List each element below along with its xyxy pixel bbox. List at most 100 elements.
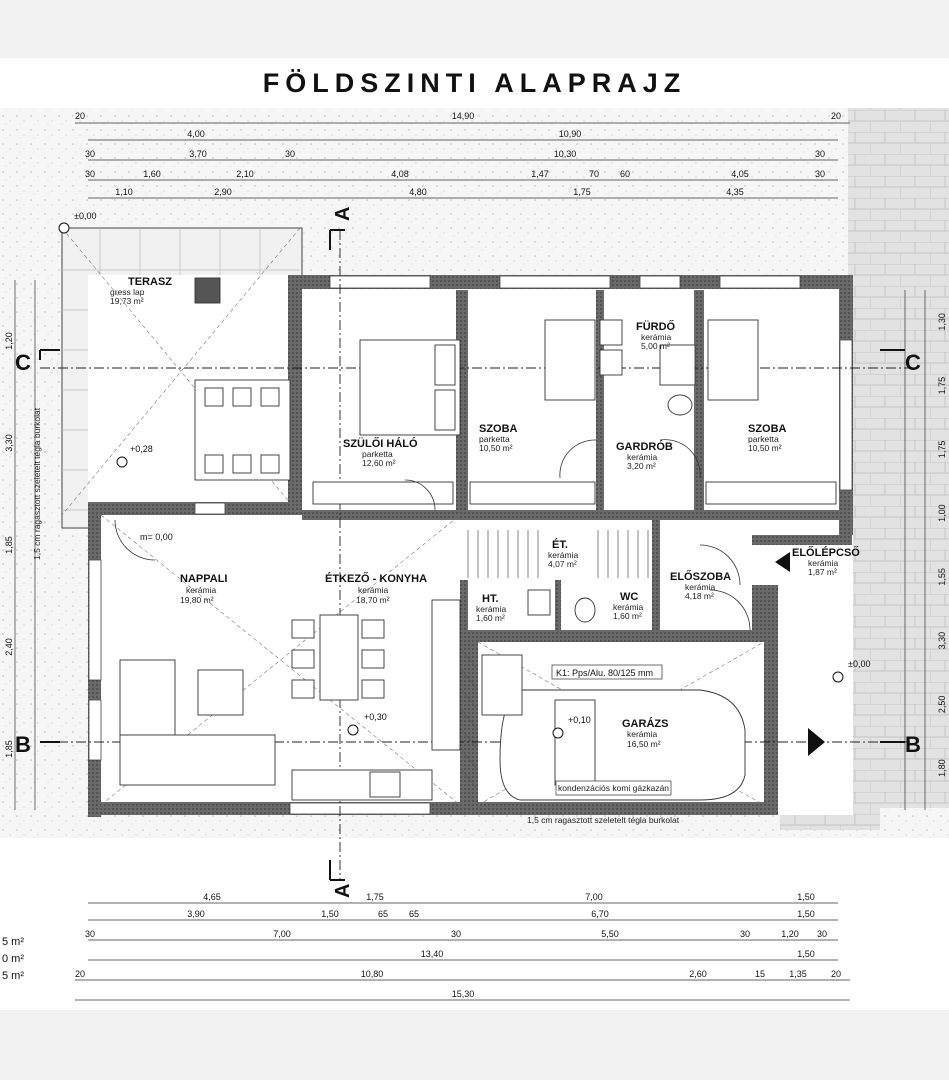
room-et-name: ÉT. xyxy=(552,538,568,551)
dim-bot-1-3: 1,50 xyxy=(797,892,815,902)
room-nappali-finish: kerámia xyxy=(186,585,217,595)
dim-top-3-3: 10,30 xyxy=(554,149,577,159)
room-gardrob-finish: kerámia xyxy=(627,452,658,462)
dim-top-5-1: 2,90 xyxy=(214,187,232,197)
level-marker-symbols xyxy=(58,222,844,739)
dim-top-1-2: 20 xyxy=(831,111,841,121)
dim-right-7: 1,80 xyxy=(937,759,947,777)
dim-bot-4-0: 13,40 xyxy=(421,949,444,959)
room-furdo-finish: kerámia xyxy=(641,332,672,342)
level-garage: +0,10 xyxy=(568,715,591,725)
section-a-bottom: A xyxy=(332,884,354,898)
room-szuloi-halo-name: SZÜLŐI HÁLÓ xyxy=(343,437,418,450)
room-szuloi-halo-finish: parketta xyxy=(362,449,393,459)
dim-right-4: 1,55 xyxy=(937,568,947,586)
dim-bot-2-3: 65 xyxy=(409,909,419,919)
dim-bot-4-1: 1,50 xyxy=(797,949,815,959)
dim-top-3-1: 3,70 xyxy=(189,149,207,159)
dim-left-4: 1,85 xyxy=(4,740,14,758)
dim-bot-5-2: 2,60 xyxy=(689,969,707,979)
level-terrace-corner: ±0,00 xyxy=(74,211,96,221)
room-garazs-area: 16,50 m² xyxy=(627,739,661,749)
room-szoba1-name: SZOBA xyxy=(479,423,518,435)
room-terasz-name: TERASZ xyxy=(128,276,172,288)
dim-top-2-1: 10,90 xyxy=(559,129,582,139)
level-outside: ±0,00 xyxy=(848,659,870,669)
left-area-2: 0 m² xyxy=(2,953,24,965)
door-swings xyxy=(114,439,751,631)
dim-bot-3-5: 1,20 xyxy=(781,929,799,939)
dim-left-1: 3,30 xyxy=(4,434,14,452)
dim-bot-3-3: 5,50 xyxy=(601,929,619,939)
dim-bot-3-0: 30 xyxy=(85,929,95,939)
dim-right-3: 1,00 xyxy=(937,504,947,522)
room-ht-area: 1,60 m² xyxy=(476,613,505,623)
dim-top-4-8: 30 xyxy=(815,169,825,179)
dim-top-1-1: 14,90 xyxy=(452,111,475,121)
section-c-right: C xyxy=(905,350,921,375)
room-eloleptcso-finish: kerámia xyxy=(808,558,839,568)
dim-bot-5-1: 10,80 xyxy=(361,969,384,979)
dim-bot-2-1: 1,50 xyxy=(321,909,339,919)
dim-left-3: 2,40 xyxy=(4,638,14,656)
room-nappali-name: NAPPALI xyxy=(180,573,227,585)
room-eloszoba-name: ELŐSZOBA xyxy=(670,570,731,583)
windows xyxy=(88,275,853,815)
dim-top-3-2: 30 xyxy=(285,149,295,159)
room-terasz-finish: gress lap xyxy=(110,287,145,297)
room-etkezo-name: ÉTKEZŐ - KONYHA xyxy=(325,572,427,585)
notes: K1: Pps/Alu. 80/125 mm kondenzációs komi… xyxy=(32,407,680,825)
room-gardrob-name: GARDRÓB xyxy=(616,440,673,453)
note-burkolat-bottom: 1,5 cm ragasztott szeletelt tégla burkol… xyxy=(527,815,680,825)
room-terasz-area: 19,73 m² xyxy=(110,296,144,306)
drawing-title: FÖLDSZINTI ALAPRAJZ xyxy=(262,68,687,98)
left-edge-areas: 5 m² 0 m² 5 m² xyxy=(2,936,24,982)
room-eloszoba-area: 4,18 m² xyxy=(685,591,714,601)
dim-top-3-4: 30 xyxy=(815,149,825,159)
room-garazs-name: GARÁZS xyxy=(622,717,668,730)
dim-bot-5-0: 20 xyxy=(75,969,85,979)
level-interior: +0,30 xyxy=(364,712,387,722)
room-wc-area: 1,60 m² xyxy=(613,611,642,621)
room-eloleptcso-name: ELŐLÉPCSŐ xyxy=(792,546,860,559)
room-ht-finish: kerámia xyxy=(476,604,507,614)
dim-bot-3-4: 30 xyxy=(740,929,750,939)
dim-bot-2-4: 6,70 xyxy=(591,909,609,919)
note-kazan: kondenzációs komi gázkazán xyxy=(558,783,669,793)
room-szuloi-halo-area: 12,60 m² xyxy=(362,458,396,468)
dim-top-5-4: 4,35 xyxy=(726,187,744,197)
dim-top-4-7: 4,05 xyxy=(731,169,749,179)
left-area-1: 5 m² xyxy=(2,936,24,948)
dim-top-4-3: 4,08 xyxy=(391,169,409,179)
section-b-left: B xyxy=(15,732,31,757)
room-et-finish: kerámia xyxy=(548,550,579,560)
section-letters: A A C C B B xyxy=(15,207,921,898)
room-labels: TERASZ gress lap 19,73 m² SZÜLŐI HÁLÓ pa… xyxy=(110,276,860,749)
room-gardrob-area: 3,20 m² xyxy=(627,461,656,471)
dim-bot-6-0: 15,30 xyxy=(452,989,475,999)
dim-right-1: 1,75 xyxy=(937,377,947,395)
section-c-left: C xyxy=(15,350,31,375)
dim-top-4-2: 2,10 xyxy=(236,169,254,179)
room-nappali-area: 19,80 m² xyxy=(180,595,214,605)
dim-right-0: 1,30 xyxy=(937,313,947,331)
dim-bot-3-1: 7,00 xyxy=(273,929,291,939)
dim-bot-3-6: 30 xyxy=(817,929,827,939)
level-living: m= 0,00 xyxy=(140,532,173,542)
room-ht-name: HT. xyxy=(482,593,499,605)
room-garazs-finish: kerámia xyxy=(627,729,658,739)
room-etkezo-area: 18,70 m² xyxy=(356,595,390,605)
dim-bot-1-2: 7,00 xyxy=(585,892,603,902)
section-a-top: A xyxy=(332,207,354,221)
dim-bot-5-4: 1,35 xyxy=(789,969,807,979)
dim-top-3-0: 30 xyxy=(85,149,95,159)
dim-left-0: 1,20 xyxy=(4,332,14,350)
dim-bot-2-2: 65 xyxy=(378,909,388,919)
dim-top-1-0: 20 xyxy=(75,111,85,121)
room-furdo-name: FÜRDŐ xyxy=(636,320,676,333)
dimension-lines xyxy=(14,122,926,1001)
dim-bot-3-2: 30 xyxy=(451,929,461,939)
levels: ±0,00 +0,28 +0,30 +0,10 ±0,00 m= 0,00 xyxy=(74,211,870,725)
dim-right-5: 3,30 xyxy=(937,632,947,650)
